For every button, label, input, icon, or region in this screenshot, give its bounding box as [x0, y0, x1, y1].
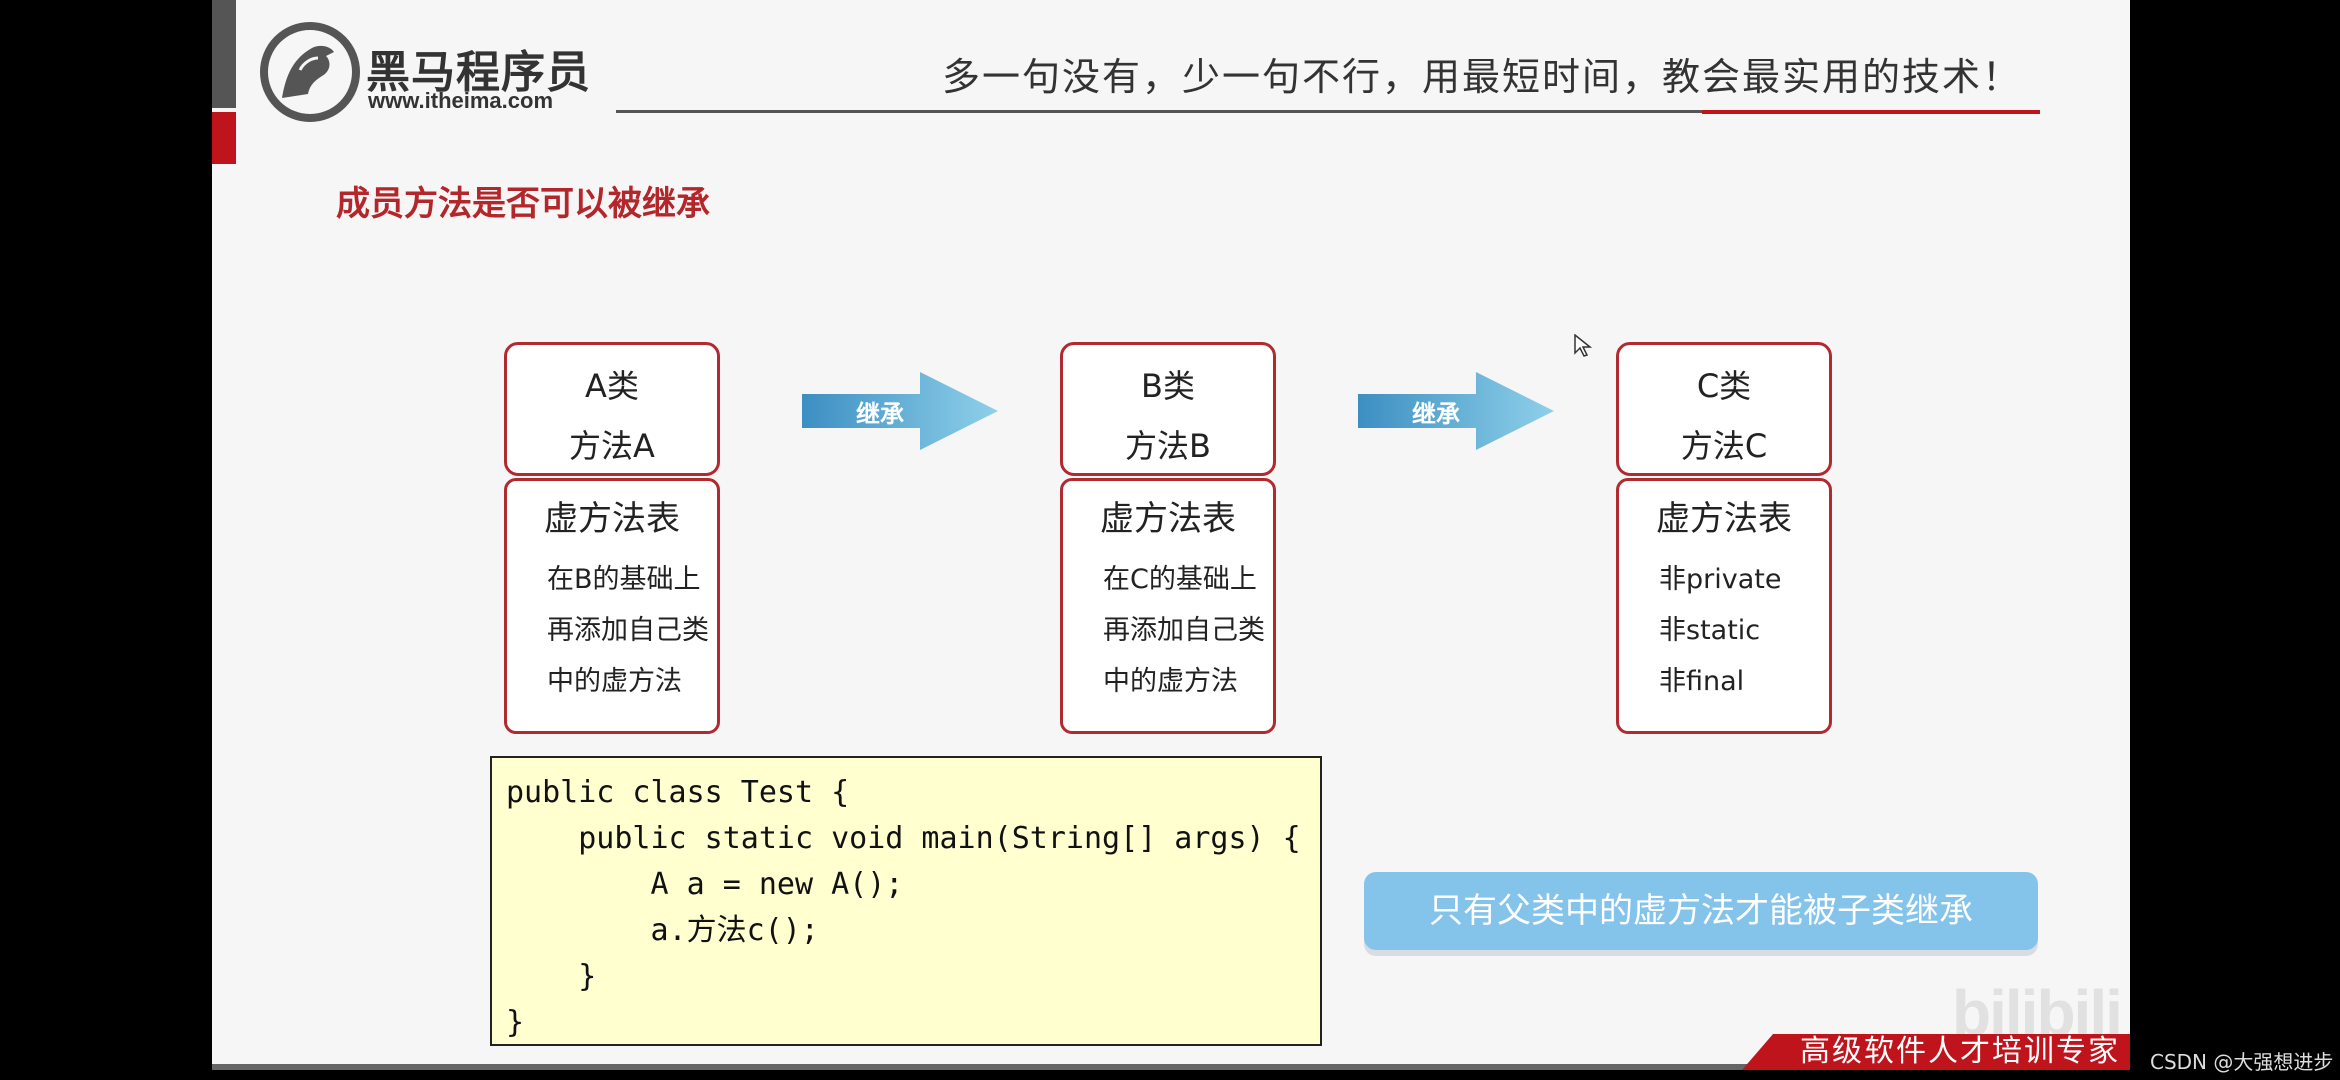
- arrow-label: 继承: [1412, 400, 1460, 428]
- class-method: 方法C: [1680, 427, 1768, 465]
- class-header: B类 方法B: [1060, 342, 1276, 476]
- vtable-line: 中的虚方法: [1103, 666, 1238, 697]
- vtable-line: 再添加自己类: [1103, 615, 1265, 646]
- footer-tag: 高级软件人才培训专家: [1742, 1034, 2130, 1070]
- vtable-line: 非static: [1659, 615, 1761, 646]
- vtable: 虚方法表 在C的基础上 再添加自己类 中的虚方法: [1060, 478, 1276, 734]
- code-line: A a = new A();: [506, 867, 904, 902]
- footer-bar: [212, 1064, 2130, 1070]
- class-box-c: C类 方法C 虚方法表 非private 非static 非final: [1616, 342, 1832, 734]
- inherit-arrow-1: 继承: [802, 372, 998, 450]
- class-name: B类: [1141, 367, 1195, 405]
- logo-name: 黑马程序员: [366, 47, 591, 98]
- vtable-line: 再添加自己类: [547, 615, 709, 646]
- vtable: 虚方法表 非private 非static 非final: [1616, 478, 1832, 734]
- horse-logo-icon: [260, 22, 360, 122]
- code-line: }: [506, 959, 597, 994]
- page-title: 成员方法是否可以被继承: [336, 184, 710, 224]
- header-divider-accent: [1702, 110, 2040, 114]
- code-line: a.方法c();: [506, 913, 819, 948]
- class-name: C类: [1696, 367, 1752, 405]
- code-block: public class Test { public static void m…: [490, 756, 1322, 1046]
- logo-url: www.itheima.com: [368, 88, 554, 113]
- class-method: 方法A: [569, 427, 655, 465]
- class-box-b: B类 方法B 虚方法表 在C的基础上 再添加自己类 中的虚方法: [1060, 342, 1276, 734]
- arrow-label: 继承: [856, 400, 904, 428]
- inherit-arrow-2: 继承: [1358, 372, 1554, 450]
- vtable-title: 虚方法表: [1656, 499, 1792, 539]
- vtable-line: 中的虚方法: [547, 666, 682, 697]
- vtable: 虚方法表 在B的基础上 再添加自己类 中的虚方法: [504, 478, 720, 734]
- vtable-line: 非final: [1659, 666, 1745, 697]
- class-header: C类 方法C: [1616, 342, 1832, 476]
- class-header: A类 方法A: [504, 342, 720, 476]
- vtable-line: 非private: [1659, 564, 1782, 595]
- class-name: A类: [585, 367, 639, 405]
- csdn-watermark: CSDN @大强想进步: [2150, 1050, 2334, 1074]
- footer-tagline: 高级软件人才培训专家: [1800, 1034, 2120, 1069]
- mouse-cursor-icon: [1574, 334, 1592, 357]
- code-line: }: [506, 1005, 525, 1040]
- vtable-title: 虚方法表: [544, 499, 680, 539]
- slide: 黑马程序员 www.itheima.com 多一句没有，少一句不行，用最短时间，…: [212, 0, 2130, 1070]
- left-accent-grey: [212, 0, 236, 108]
- vtable-line: 在B的基础上: [547, 564, 701, 595]
- header-divider: [616, 110, 2040, 113]
- code-line: public static void main(String[] args) {: [506, 821, 1301, 856]
- class-box-a: A类 方法A 虚方法表 在B的基础上 再添加自己类 中的虚方法: [504, 342, 720, 734]
- vtable-title: 虚方法表: [1100, 499, 1236, 539]
- note-callout: 只有父类中的虚方法才能被子类继承: [1364, 872, 2038, 950]
- left-accent-red: [212, 112, 236, 164]
- code-line: public class Test {: [506, 775, 850, 810]
- class-method: 方法B: [1125, 427, 1211, 465]
- slogan: 多一句没有，少一句不行，用最短时间，教会最实用的技术！: [942, 55, 2023, 99]
- vtable-line: 在C的基础上: [1103, 564, 1257, 595]
